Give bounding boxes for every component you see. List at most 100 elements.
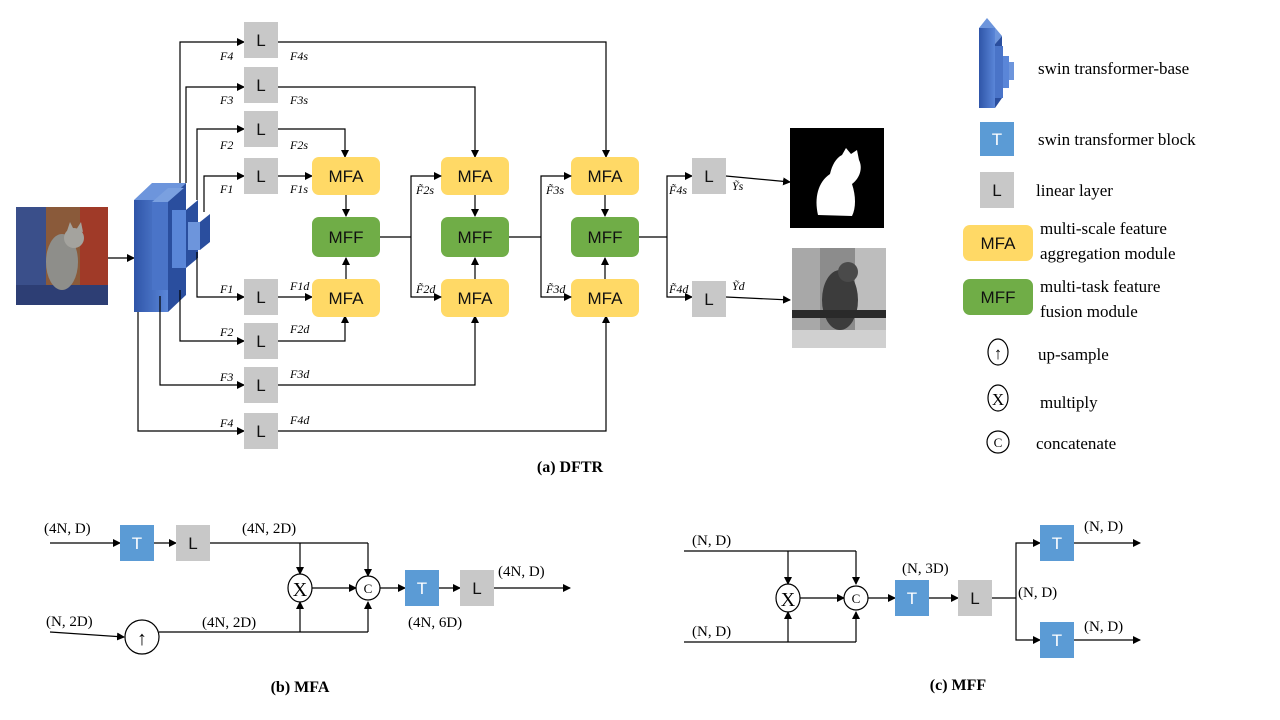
caption-mfa: (b) MFA [271, 679, 330, 696]
depth-map-image [792, 248, 886, 348]
svg-text:F1d: F1d [289, 279, 310, 293]
arrow-out-s [725, 175, 791, 186]
svg-text:T: T [992, 130, 1002, 149]
mfa-dim-after-l: (4N, 2D) [242, 521, 296, 537]
svg-text:F1s: F1s [289, 182, 308, 196]
pred-s-label: Ỹs [732, 179, 744, 193]
conn-bot-f2 [179, 290, 245, 345]
conn-mff3-ld [666, 237, 693, 301]
svg-text:F2: F2 [219, 138, 233, 152]
linear-box-top-4: L [244, 22, 278, 58]
pred-d-label: Ỹd [732, 279, 746, 293]
svg-text:L: L [256, 31, 265, 50]
mff-1: MFF [312, 217, 380, 257]
legend-upsample-icon [987, 338, 1009, 366]
conn-f3d-mfa2 [278, 315, 479, 386]
svg-text:L: L [256, 332, 265, 351]
svg-text:MFF: MFF [329, 228, 364, 247]
conn-mff1-mfa2s [410, 172, 442, 237]
mff-t-box-top [1040, 525, 1074, 561]
svg-text:MFA: MFA [981, 234, 1017, 253]
legend-mff-text-1: multi-task feature [1040, 277, 1160, 296]
conn-f4s-mfa3 [278, 41, 610, 158]
svg-text:MFA: MFA [458, 289, 494, 308]
mfa-dim-out: (4N, D) [498, 564, 545, 580]
legend-concat-icon [986, 430, 1010, 454]
svg-text:T: T [907, 589, 917, 608]
svg-text:L: L [188, 534, 197, 553]
mfa-detail: (4N, D) T L (4N, 2D) (N, 2D) ↑ (4N, 2D) … [44, 521, 571, 696]
svg-text:L: L [256, 120, 265, 139]
svg-text:F2s: F2s [289, 138, 308, 152]
svg-text:X: X [293, 579, 308, 601]
svg-text:F2: F2 [219, 325, 233, 339]
legend-mfa-text-1: multi-scale feature [1040, 219, 1167, 238]
svg-text:C: C [364, 581, 373, 596]
legend-multiply-icon [987, 384, 1009, 412]
svg-text:MFF: MFF [458, 228, 493, 247]
conn-mff3-ls [666, 172, 693, 237]
legend-backbone-text: swin transformer-base [1038, 59, 1189, 78]
mfa-upsample-icon [124, 619, 160, 655]
mfa-d-1: MFA [312, 279, 380, 317]
svg-text:T: T [1052, 631, 1062, 650]
svg-text:T: T [132, 534, 142, 553]
input-image [16, 207, 108, 305]
legend-multiply-text: multiply [1040, 393, 1098, 412]
output-labels-d: F1d F2d F3d F4d [289, 279, 310, 427]
mfa-t-box-1 [120, 525, 154, 561]
svg-text:MFA: MFA [329, 167, 365, 186]
svg-text:↑: ↑ [994, 344, 1003, 363]
svg-text:T: T [1052, 534, 1062, 553]
svg-text:F̃3s: F̃3s [545, 183, 564, 197]
svg-text:F3: F3 [219, 370, 233, 384]
mfa-s-1: MFA [312, 157, 380, 195]
mff-dim-in-top: (N, D) [692, 533, 731, 549]
mfa-s-2: MFA [441, 157, 509, 195]
svg-text:X: X [781, 589, 796, 611]
svg-text:F̃3d: F̃3d [545, 282, 566, 296]
linear-box-bot-4: L [244, 413, 278, 449]
conn-bot-f3 [159, 296, 245, 389]
conn-top-f2 [196, 125, 245, 200]
linear-box-bot-1: L [244, 279, 278, 315]
conn-mff2-mfa3s [540, 172, 572, 237]
feature-labels-bottom: F1 F2 F3 F4 [219, 282, 233, 430]
svg-text:F1: F1 [219, 182, 233, 196]
tilde-labels-d: F̃2d F̃3d F̃4d [415, 282, 689, 296]
mff-dim-concat: (N, 3D) [902, 561, 949, 577]
legend-mfa-text-2: aggregation module [1040, 244, 1176, 263]
svg-text:MFA: MFA [588, 167, 624, 186]
mff-3: MFF [571, 217, 639, 257]
mff-l-box [958, 580, 992, 616]
legend-mff-text-2: fusion module [1040, 302, 1138, 321]
backbone-icon [134, 183, 210, 312]
legend: swin transformer-base T swin transformer… [963, 18, 1196, 454]
svg-text:MFA: MFA [329, 289, 365, 308]
svg-text:L: L [256, 422, 265, 441]
saliency-map-image [790, 128, 884, 228]
svg-text:L: L [256, 288, 265, 307]
conn-top-f4 [179, 38, 245, 183]
mff-t-box-1 [895, 580, 929, 616]
svg-text:L: L [256, 376, 265, 395]
legend-backbone-icon [979, 18, 1014, 108]
mfa-t-box-2 [405, 570, 439, 606]
legend-t-box [980, 122, 1014, 156]
svg-text:X: X [992, 390, 1004, 409]
mfa-dim-in-bottom: (N, 2D) [46, 614, 93, 630]
svg-text:L: L [472, 579, 481, 598]
svg-text:F4d: F4d [289, 413, 310, 427]
caption-dftr: (a) DFTR [537, 459, 604, 476]
svg-text:L: L [704, 167, 713, 186]
mff-dim-in-bottom: (N, D) [692, 624, 731, 640]
caption-mff: (c) MFF [930, 677, 987, 694]
mfa-l-box-1 [176, 525, 210, 561]
mff-detail: (N, D) (N, D) X C T (N, 3D) L (N, D) T T… [684, 519, 1141, 694]
mfa-s-3: MFA [571, 157, 639, 195]
svg-text:F̃4d: F̃4d [668, 282, 689, 296]
linear-box-out-s: L [692, 158, 726, 194]
svg-text:L: L [992, 181, 1001, 200]
output-labels-s: F4s F3s F2s F1s [289, 49, 308, 196]
tilde-labels-s: F̃2s F̃3s F̃4s [415, 183, 687, 197]
